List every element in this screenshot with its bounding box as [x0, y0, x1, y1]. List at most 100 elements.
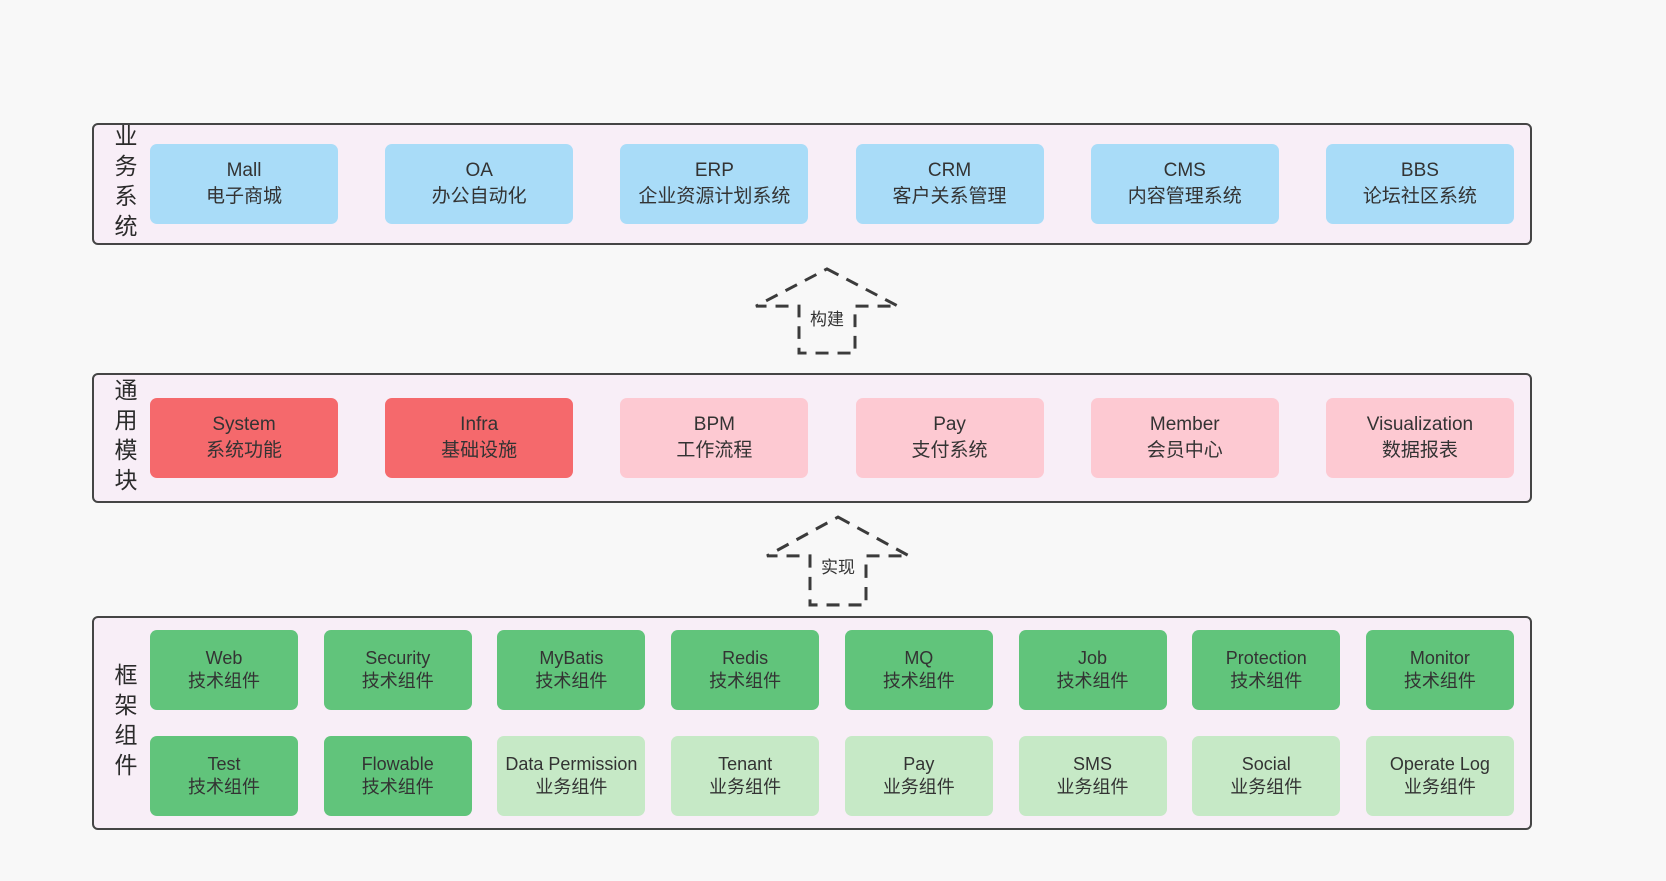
box-title: Pay — [933, 414, 966, 435]
layer-business-systems: 业务系统 Mall 电子商城 OA 办公自动化 ERP 企业资源计划系统 CRM 客户关系管理… — [92, 123, 1532, 245]
sticky-tag-built-in-features: 内置功能 — [40, 370, 98, 506]
box-infra: Infra 基础设施 — [385, 398, 574, 478]
box-title: Tenant — [718, 754, 773, 774]
box-bbs: BBS 论坛社区系统 — [1325, 144, 1514, 224]
box-title: Redis — [722, 648, 769, 668]
box-subtitle: 业务组件 — [1403, 777, 1476, 797]
box-subtitle: 技术组件 — [882, 671, 955, 691]
box-subtitle: 业务组件 — [882, 777, 955, 797]
box-subtitle: 技术组件 — [535, 671, 608, 691]
box-protection: Protection 技术组件 — [1192, 630, 1341, 710]
box-subtitle: 客户关系管理 — [892, 186, 1007, 207]
box-subtitle: 技术组件 — [1403, 671, 1476, 691]
box-pay: Pay 支付系统 — [855, 398, 1044, 478]
folded-corner-icon — [82, 370, 98, 386]
box-title: Operate Log — [1389, 754, 1490, 774]
box-web: Web 技术组件 — [150, 630, 298, 710]
box-subtitle: 技术组件 — [361, 777, 434, 797]
box-oa: OA 办公自动化 — [385, 144, 574, 224]
box-subtitle: 论坛社区系统 — [1362, 186, 1477, 207]
sticky-tag-label: 内置组件 — [53, 680, 76, 776]
layer-common-modules-label: 通用模块 — [111, 378, 137, 498]
box-subtitle: 业务组件 — [709, 777, 782, 797]
arrow-build: 构建 — [752, 266, 902, 356]
box-title: Mall — [226, 160, 262, 181]
box-subtitle: 数据报表 — [1381, 440, 1458, 461]
box-mall: Mall 电子商城 — [150, 144, 338, 224]
box-subtitle: 业务组件 — [535, 777, 608, 797]
box-subtitle: 工作流程 — [676, 440, 753, 461]
box-subtitle: 电子商城 — [205, 186, 282, 207]
box-subtitle: 企业资源计划系统 — [638, 186, 791, 207]
box-subtitle: 办公自动化 — [431, 186, 527, 207]
box-subtitle: 基础设施 — [441, 440, 518, 461]
box-title: SMS — [1073, 754, 1113, 774]
box-redis: Redis 技术组件 — [671, 630, 820, 710]
box-social: Social 业务组件 — [1192, 736, 1341, 816]
box-subtitle: 技术组件 — [1230, 671, 1303, 691]
box-subtitle: 技术组件 — [1056, 671, 1129, 691]
box-monitor: Monitor 技术组件 — [1365, 630, 1514, 710]
box-data-permission: Data Permission 业务组件 — [497, 736, 646, 816]
box-title: ERP — [694, 160, 734, 181]
box-title: Protection — [1225, 648, 1307, 668]
box-title: Infra — [460, 414, 499, 435]
box-title: BBS — [1400, 160, 1439, 181]
box-title: Social — [1241, 754, 1291, 774]
box-mybatis: MyBatis 技术组件 — [497, 630, 646, 710]
box-operate-log: Operate Log 业务组件 — [1365, 736, 1514, 816]
box-visualization: Visualization 数据报表 — [1325, 398, 1514, 478]
box-title: OA — [465, 160, 493, 181]
layer-framework-components-label: 框架组件 — [111, 663, 137, 783]
box-title: MyBatis — [539, 648, 604, 668]
sticky-tag-built-in-components: 内置组件 — [40, 657, 98, 799]
box-title: Pay — [903, 754, 935, 774]
box-member: Member 会员中心 — [1090, 398, 1279, 478]
box-title: Member — [1149, 414, 1220, 435]
box-crm: CRM 客户关系管理 — [855, 144, 1044, 224]
box-title: Web — [205, 648, 243, 668]
box-title: Data Permission — [505, 754, 638, 774]
box-subtitle: 技术组件 — [188, 671, 260, 691]
arrow-implement-label: 实现 — [816, 552, 860, 579]
layer-business-systems-label: 业务系统 — [111, 124, 137, 244]
box-subtitle: 技术组件 — [709, 671, 782, 691]
box-flowable: Flowable 技术组件 — [323, 736, 472, 816]
box-subtitle: 系统功能 — [205, 440, 282, 461]
box-erp: ERP 企业资源计划系统 — [620, 144, 809, 224]
arrow-build-label: 构建 — [805, 304, 849, 331]
folded-corner-icon — [82, 657, 98, 673]
box-title: CRM — [927, 160, 972, 181]
dashed-up-arrow-icon — [766, 515, 910, 607]
box-tenant: Tenant 业务组件 — [671, 736, 820, 816]
box-title: Test — [207, 754, 241, 774]
box-subtitle: 技术组件 — [188, 777, 260, 797]
box-title: Flowable — [361, 754, 434, 774]
box-job: Job 技术组件 — [1018, 630, 1167, 710]
box-subtitle: 支付系统 — [911, 440, 988, 461]
box-title: Monitor — [1409, 648, 1470, 668]
box-subtitle: 会员中心 — [1146, 440, 1223, 461]
sticky-tag-label: 内置功能 — [53, 390, 76, 486]
box-subtitle: 内容管理系统 — [1127, 186, 1242, 207]
box-title: BPM — [693, 414, 735, 435]
box-subtitle: 业务组件 — [1056, 777, 1129, 797]
dashed-up-arrow-icon — [755, 267, 899, 355]
box-title: Visualization — [1366, 414, 1474, 435]
box-subtitle: 业务组件 — [1230, 777, 1303, 797]
box-title: Job — [1078, 648, 1108, 668]
box-bpm: BPM 工作流程 — [620, 398, 809, 478]
